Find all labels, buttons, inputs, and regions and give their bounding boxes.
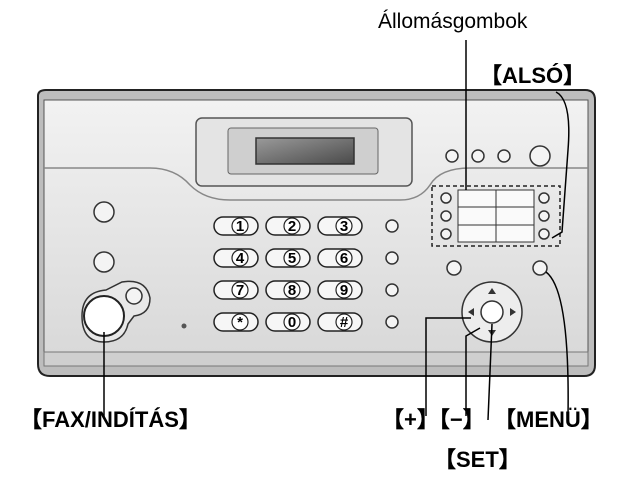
- keypad-key-label: 8: [288, 282, 296, 299]
- keypad-side-buttons[interactable]: [385, 219, 399, 329]
- keypad-key-7[interactable]: 7: [213, 280, 259, 300]
- lower-label: 【ALSÓ】: [480, 63, 586, 88]
- keypad-key-label: 5: [288, 250, 296, 267]
- keypad-key-hash[interactable]: #: [317, 312, 363, 332]
- lcd-screen: [255, 137, 355, 165]
- navigator-pad[interactable]: [461, 281, 523, 343]
- keypad-key-label: 0: [288, 314, 296, 331]
- keypad-key-8[interactable]: 8: [265, 280, 311, 300]
- keypad-key-9[interactable]: 9: [317, 280, 363, 300]
- set-button: [480, 300, 504, 324]
- keypad-key-5[interactable]: 5: [265, 248, 311, 268]
- keypad-key-label: 1: [236, 218, 244, 235]
- display-panel: [195, 117, 413, 187]
- keypad-key-label: 3: [340, 218, 348, 235]
- set-label: 【SET】: [434, 447, 521, 472]
- callout-lines: [103, 40, 570, 421]
- keypad-key-2[interactable]: 2: [265, 216, 311, 236]
- fax-start-label: 【FAX/INDÍTÁS】: [20, 407, 201, 432]
- keypad-key-6[interactable]: 6: [317, 248, 363, 268]
- keypad-key-label: 7: [236, 282, 244, 299]
- fax-start-button[interactable]: [81, 280, 151, 343]
- indicator-dot: [181, 323, 187, 329]
- station-buttons-area[interactable]: [431, 185, 561, 247]
- keypad-key-label: *: [237, 314, 243, 331]
- keypad-key-label: 6: [340, 250, 348, 267]
- keypad-key-1[interactable]: 1: [213, 216, 259, 236]
- keypad-key-0[interactable]: 0: [265, 312, 311, 332]
- station-buttons-label: Állomásgombok: [378, 10, 528, 33]
- left-buttons[interactable]: [93, 201, 115, 273]
- plus-minus-label: 【+】【−】: [382, 407, 485, 432]
- menu-area-buttons[interactable]: [446, 260, 548, 276]
- keypad[interactable]: 1 2 3 4 5 6 7 8 9 * 0 #: [213, 216, 363, 332]
- keypad-key-label: 2: [288, 218, 296, 235]
- keypad-key-4[interactable]: 4: [213, 248, 259, 268]
- keypad-key-label: 9: [340, 282, 348, 299]
- keypad-key-label: #: [340, 314, 349, 331]
- menu-label: 【MENÜ】: [494, 407, 603, 432]
- keypad-key-3[interactable]: 3: [317, 216, 363, 236]
- menu-button: [532, 260, 548, 276]
- keypad-key-star[interactable]: *: [213, 312, 259, 332]
- keypad-key-label: 4: [236, 250, 245, 267]
- top-buttons[interactable]: [445, 145, 551, 167]
